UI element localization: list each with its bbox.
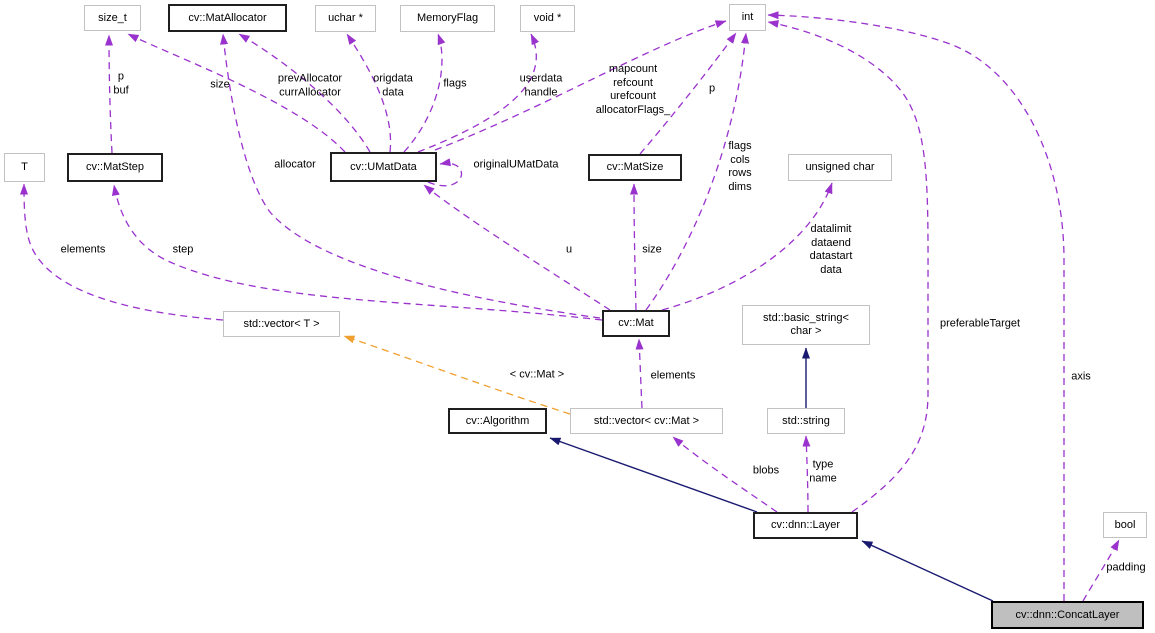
edge-umatdata-to-ucharptr: [346, 33, 392, 153]
edge-mat-to-matsize: [630, 183, 639, 311]
edge-vectort-to-t: [20, 183, 224, 321]
edge-label-mat-uchar: datalimit dataend datastart data: [809, 223, 853, 276]
node-cv-umatdata[interactable]: cv::UMatData: [330, 152, 437, 182]
edge-matstep-to-sizet: [105, 34, 114, 154]
edge-label-originalumatdata: originalUMatData: [473, 158, 559, 171]
edge-label-umatdata-int: mapcount refcount urefcount allocatorFla…: [595, 63, 671, 116]
node-std-vector-cv-mat: std::vector< cv::Mat >: [570, 408, 723, 434]
edge-label-origdata-data: origdata data: [373, 72, 413, 99]
edge-label-userdata-handle: userdata handle: [519, 72, 563, 99]
edge-umatdata-to-voidptr: [417, 33, 540, 153]
edge-concatlayer-to-bool: [1082, 539, 1120, 602]
node-cv-dnn-layer[interactable]: cv::dnn::Layer: [753, 512, 858, 539]
edge-concatlayer-to-int-axis: [767, 11, 1065, 601]
node-uchar-ptr: uchar *: [315, 5, 376, 32]
edge-mat-to-matallocator: [220, 33, 601, 319]
edge-mat-to-int: [645, 32, 749, 311]
edge-vectormat-to-mat: [635, 338, 644, 409]
node-memoryflag: MemoryFlag: [400, 5, 495, 32]
edge-label-size-matsize: size: [642, 243, 662, 256]
edge-label-mat-int: flags cols rows dims: [728, 140, 752, 193]
node-int: int: [729, 4, 766, 31]
node-bool: bool: [1103, 512, 1147, 538]
edge-label-flags-memory: flags: [443, 77, 467, 90]
edge-umatdata-to-int: [434, 20, 727, 151]
node-t: T: [4, 153, 45, 182]
node-size-t: size_t: [84, 5, 141, 31]
edge-label-preferabletarget: preferableTarget: [939, 317, 1021, 330]
node-cv-matallocator[interactable]: cv::MatAllocator: [168, 4, 287, 32]
edge-label-axis: axis: [1071, 370, 1091, 383]
edge-layer-to-int-preferabletarget: [767, 20, 929, 513]
edge-layer-to-algorithm-inherit: [549, 437, 758, 513]
edge-label-type-name: type name: [809, 458, 837, 485]
node-std-basic-string: std::basic_string< char >: [742, 305, 870, 345]
node-cv-dnn-concatlayer: cv::dnn::ConcatLayer: [991, 601, 1144, 629]
node-void-ptr: void *: [520, 5, 575, 32]
node-std-string: std::string: [767, 408, 845, 434]
node-cv-matsize[interactable]: cv::MatSize: [588, 154, 682, 181]
edge-label-u: u: [565, 243, 573, 256]
edge-mat-to-umatdata: [423, 184, 611, 311]
edge-label-template-arg: < cv::Mat >: [509, 368, 565, 381]
edge-label-size-umatdata: size: [210, 78, 230, 91]
edge-label-allocator: allocator: [274, 158, 316, 171]
edge-umatdata-to-matallocator: [238, 33, 371, 153]
edge-mat-to-matstep: [111, 184, 603, 321]
edge-label-elements-mat: elements: [650, 369, 696, 382]
edge-label-elements-t: elements: [60, 243, 106, 256]
edge-concatlayer-to-layer-inherit: [861, 540, 994, 602]
edge-umatdata-self-loop: [427, 158, 463, 187]
edge-layer-to-string: [802, 435, 811, 513]
edge-vectormat-to-vectort-template: [343, 335, 571, 415]
node-std-vector-t: std::vector< T >: [223, 311, 340, 337]
edge-label-p-matsize: p: [708, 82, 716, 95]
edge-umatdata-to-memoryflag: [403, 33, 446, 153]
edge-label-blobs: blobs: [752, 464, 780, 477]
edge-mat-to-unsignedchar: [661, 182, 833, 311]
edge-umatdata-to-sizet: [127, 33, 346, 153]
node-unsigned-char: unsigned char: [788, 154, 892, 181]
edge-layer-to-vectormat: [672, 436, 778, 513]
edge-label-step: step: [172, 243, 194, 256]
edge-matsize-to-int: [639, 32, 737, 155]
node-cv-matstep[interactable]: cv::MatStep: [67, 153, 163, 182]
node-cv-mat[interactable]: cv::Mat: [602, 310, 670, 337]
edge-label-p-buf: p buf: [113, 70, 129, 97]
node-cv-algorithm[interactable]: cv::Algorithm: [448, 408, 547, 434]
edge-label-padding: padding: [1106, 561, 1146, 574]
edge-label-prevallocator-currallocator: prevAllocator currAllocator: [277, 72, 343, 99]
